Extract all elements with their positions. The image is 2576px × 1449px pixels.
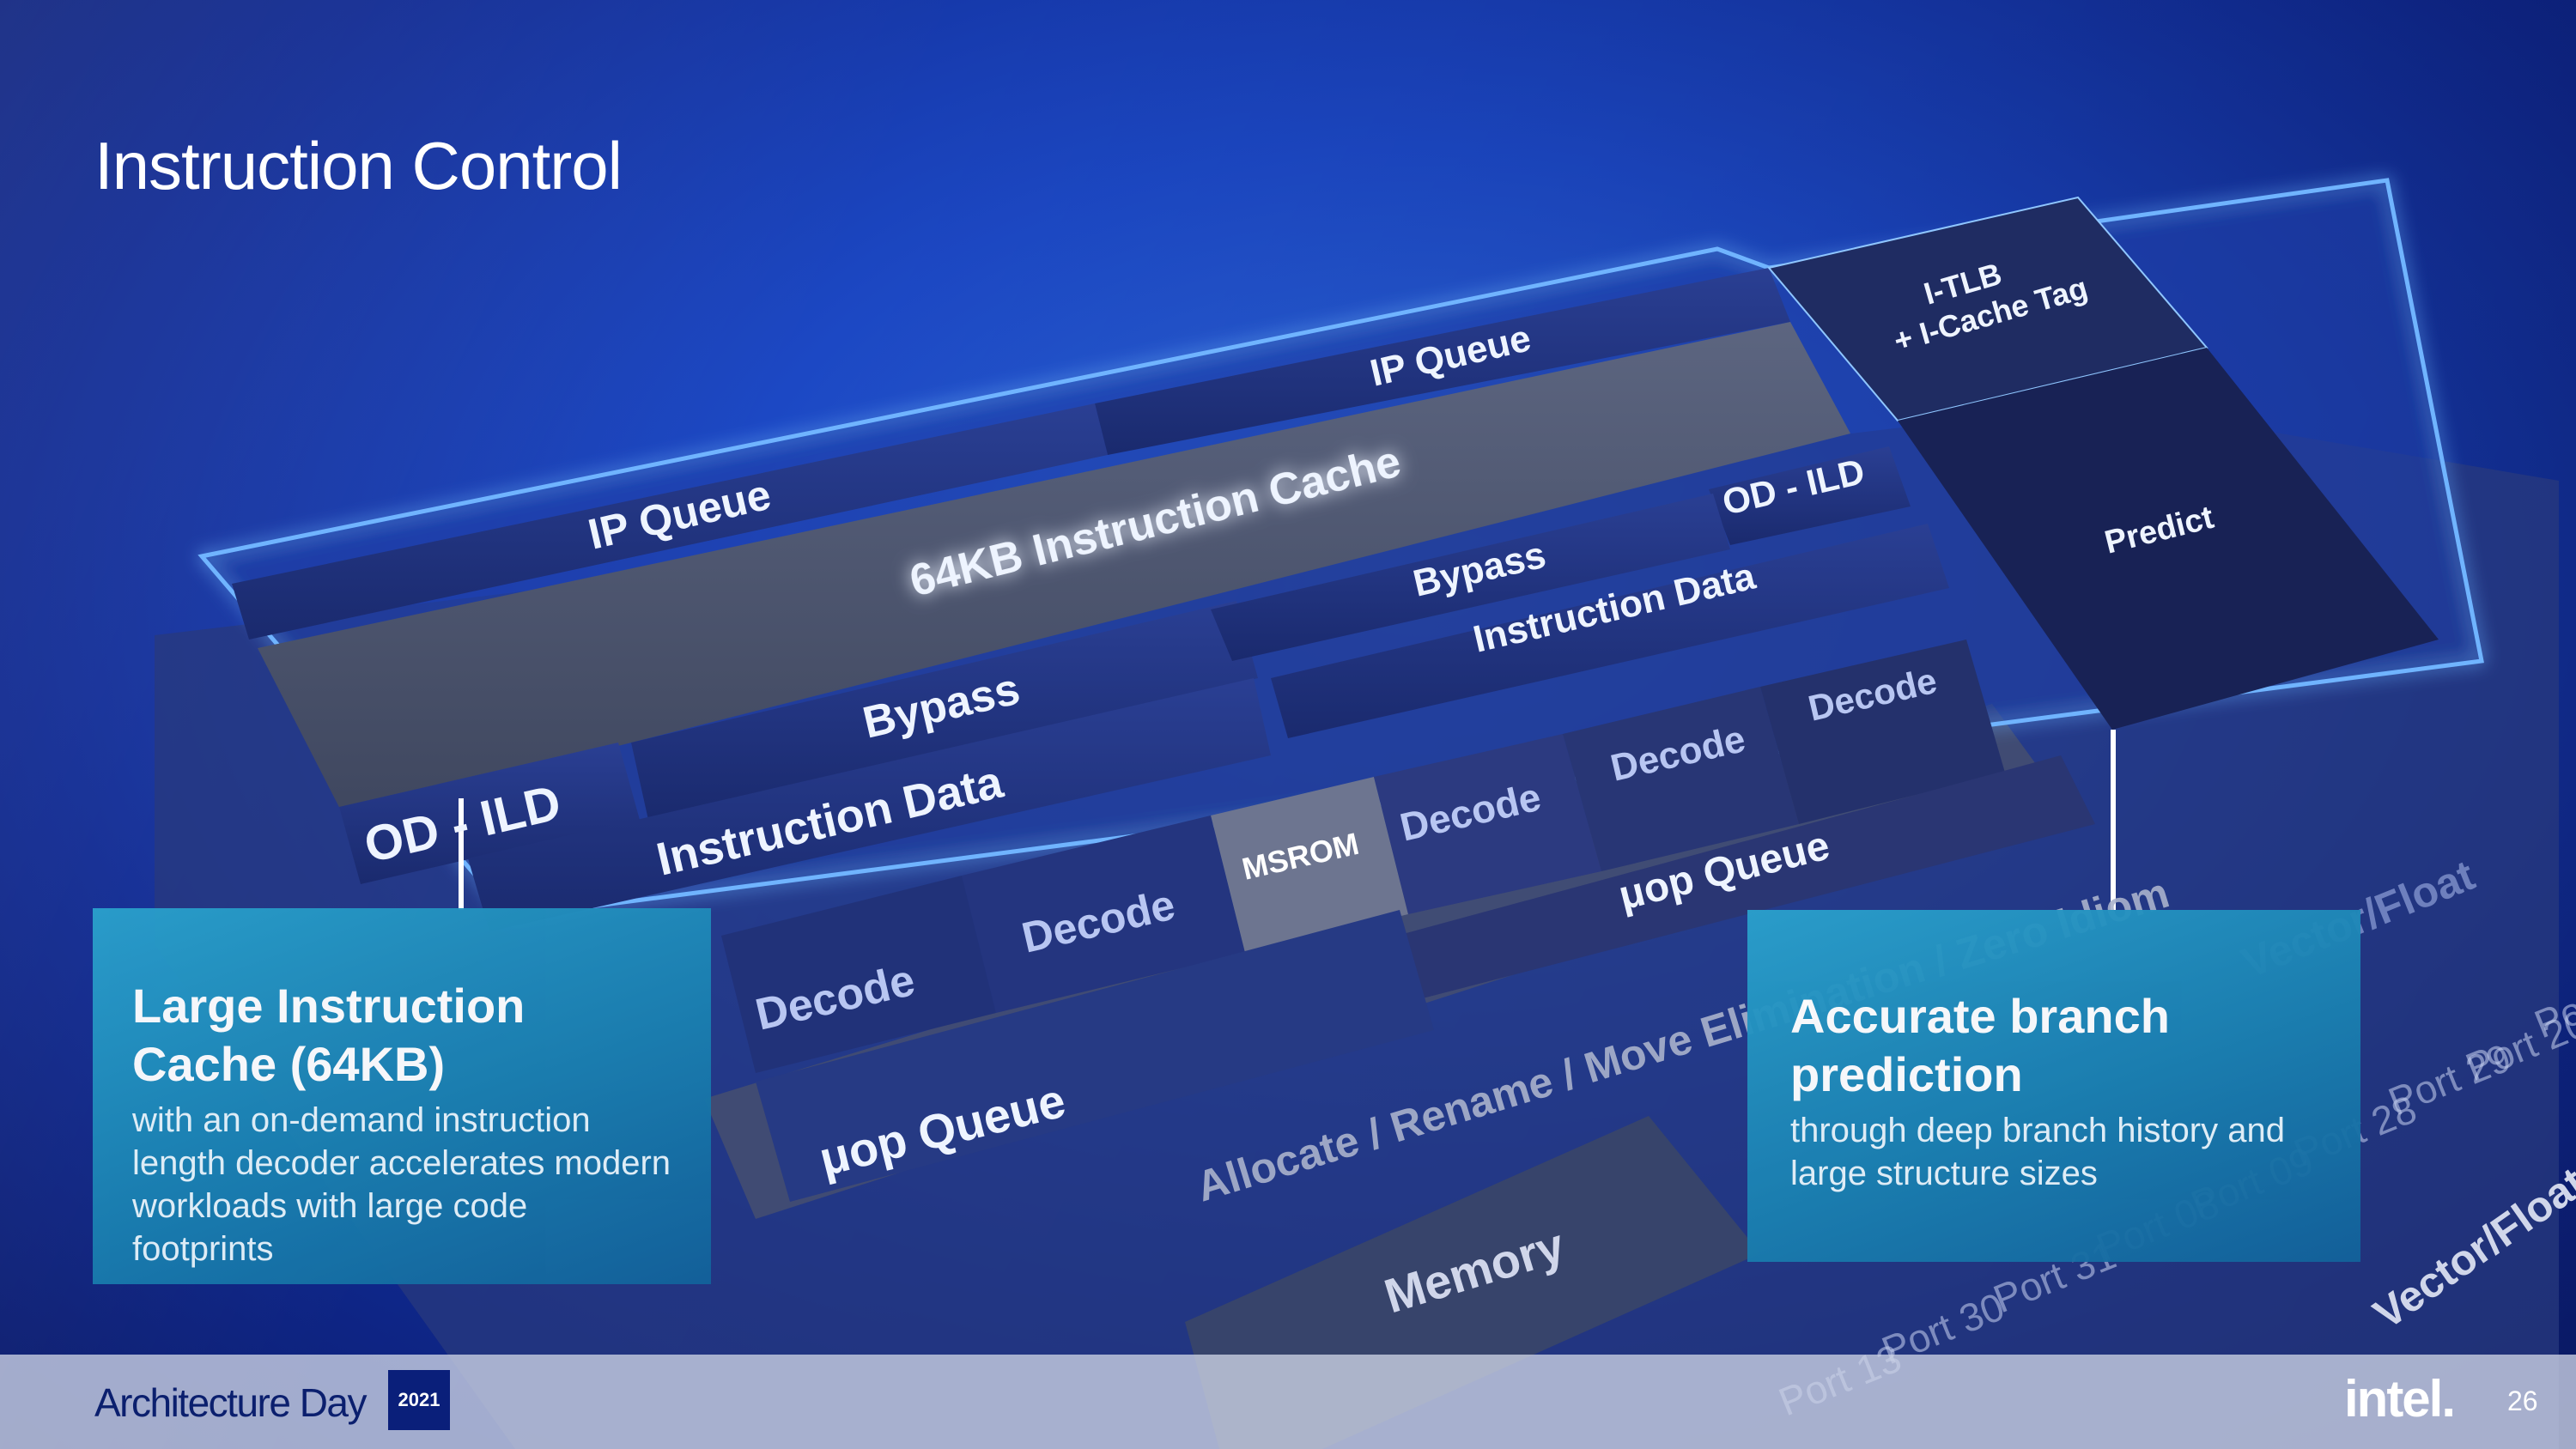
ip-queue-left-block [232, 403, 1108, 640]
cache-callout-heading: Large Instruction Cache (64KB) [132, 979, 526, 1091]
decode-block-6 [1760, 640, 2005, 824]
decode-block-5 [1563, 687, 1799, 871]
cache-callout: Large Instruction Cache (64KB) with an o… [93, 908, 711, 1284]
year-badge: 2021 [388, 1370, 450, 1430]
od-ild-right-block [1709, 446, 1911, 545]
uop-queue-right-block [1365, 755, 2095, 1004]
left-connector [459, 798, 464, 910]
branch-callout: Accurate branch prediction through deep … [1747, 910, 2360, 1262]
ip-queue-right-block [1095, 268, 1790, 455]
event-name: Architecture Day [94, 1380, 368, 1425]
instr-data-left-block [468, 678, 1271, 931]
decode-block-4 [1374, 734, 1601, 914]
intel-logo: intel. [2344, 1370, 2456, 1428]
cache-callout-body: with an on-demand instruction length dec… [132, 1101, 671, 1268]
bypass-right-block [1211, 494, 1730, 661]
instruction-cache-block [258, 322, 1850, 815]
slide-title: Instruction Control [94, 128, 623, 203]
msrom-block [1211, 777, 1408, 953]
bypass-left-block [631, 601, 1258, 820]
right-connector [2111, 730, 2116, 910]
instr-data-right-block [1271, 524, 1949, 738]
decode-block-1 [721, 876, 996, 1073]
branch-callout-body: through deep branch history and large st… [1790, 1112, 2285, 1192]
decode-block-2 [962, 815, 1245, 1013]
predict-block [1898, 348, 2439, 730]
page-number: 26 [2507, 1385, 2538, 1416]
od-ild-left-block [339, 743, 640, 884]
footer-bar [0, 1355, 2576, 1449]
branch-callout-heading: Accurate branch prediction [1790, 989, 2170, 1101]
uop-queue-left-block [756, 910, 1434, 1202]
